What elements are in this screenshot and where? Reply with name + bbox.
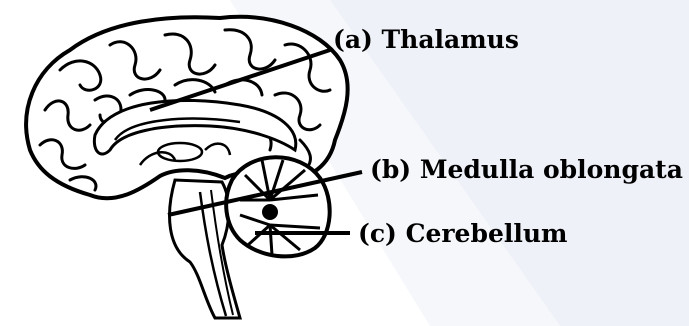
medulla-oblongata-label: (b) Medulla oblongata [370,157,683,182]
cerebellum-label: (c) Cerebellum [358,221,567,246]
cerebellum-shape [226,157,330,256]
thalamus-label: (a) Thalamus [333,27,519,52]
